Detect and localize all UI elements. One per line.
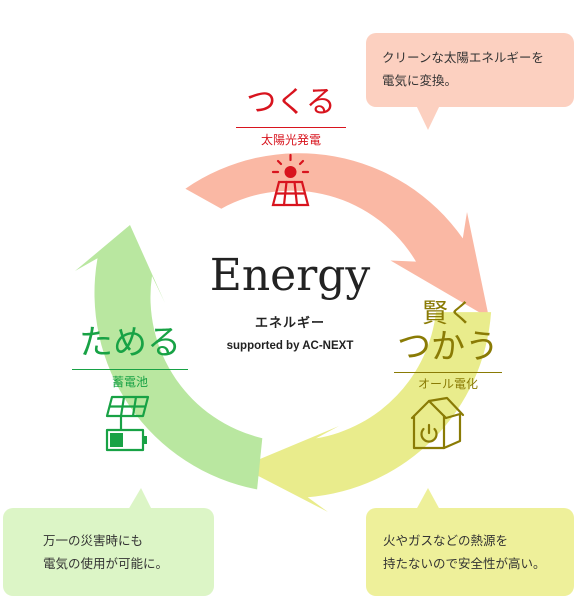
bubble-tsukuru: クリーンな太陽エネルギーを 電気に変換。 (366, 33, 574, 107)
storage-battery-icon (105, 395, 150, 452)
bubble-kashikoku-line1: 火やガスなどの熱源を (383, 533, 509, 548)
electric-house-icon (410, 396, 465, 450)
bubble-top-tail (416, 105, 440, 130)
bubble-tameru-line2: 電気の使用が可能に。 (43, 556, 169, 571)
bubble-tsukuru-line2: 電気に変換。 (382, 73, 458, 88)
bubble-tameru: 万一の災害時にも 電気の使用が可能に。 (3, 508, 214, 596)
tameru-divider (72, 369, 188, 370)
supported-by-text: supported by AC-NEXT (226, 340, 354, 352)
bubble-tsukuru-line1: クリーンな太陽エネルギーを (382, 50, 544, 65)
kashikoku-subtitle: オール電化 (417, 377, 478, 391)
bubble-tameru-line1: 万一の災害時にも (43, 533, 144, 548)
tameru-title: ためる (79, 323, 181, 363)
cycle-arc-tsukuru (185, 153, 489, 318)
solar-panel-icon (271, 153, 310, 207)
bubble-right-tail (416, 488, 440, 510)
kashikoku-title-line1: 賢く (421, 299, 474, 329)
bubble-kashikoku-line2: 持たないので安全性が高い。 (383, 556, 546, 571)
bubble-left-tail (128, 488, 152, 510)
kashikoku-divider (394, 372, 502, 373)
tsukuru-divider (236, 127, 346, 128)
tsukuru-title: つくる (246, 85, 336, 120)
cycle-arc-tameru (75, 225, 263, 490)
bubble-kashikoku: 火やガスなどの熱源を 持たないので安全性が高い。 (366, 508, 574, 596)
kashikoku-title-line2: つかう (397, 327, 499, 367)
cycle-arc-kashikoku (241, 312, 492, 512)
center-subtitle: エネルギー (254, 316, 325, 331)
tameru-subtitle: 蓄電池 (111, 375, 148, 389)
center-title: Energy (209, 250, 371, 301)
tsukuru-subtitle: 太陽光発電 (260, 133, 321, 147)
